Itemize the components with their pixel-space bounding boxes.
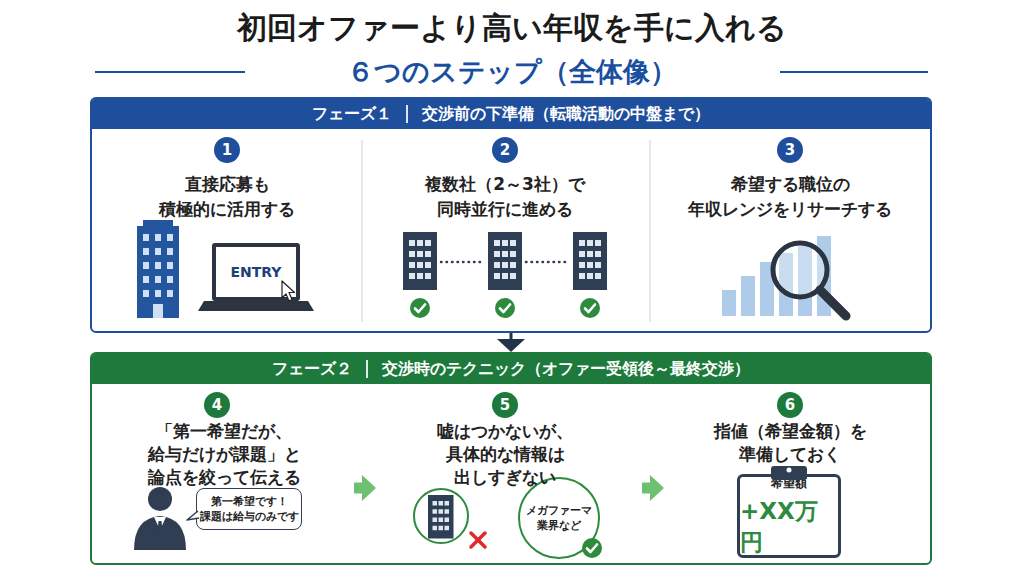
- title-rule: [780, 71, 928, 73]
- chart-bar: [722, 290, 736, 316]
- step-number: 2: [500, 141, 510, 159]
- clipboard: 希望額 +XX万円: [737, 474, 841, 558]
- step-column: 5 メガファーマ 業界など 嘘はつかないが、 具体的な情報は 出しすぎない: [378, 384, 640, 563]
- step-column: 6 希望額 +XX万円 指値（希望金額）を 準備しておく: [666, 384, 930, 563]
- building-windows: [143, 234, 173, 297]
- dotted-link: [526, 261, 569, 264]
- step-text-block: 「第一希望だが、 給与だけが課題」と 論点を絞って伝える: [119, 420, 329, 489]
- step-number: 4: [212, 396, 222, 414]
- company-building: [428, 495, 454, 539]
- phase-number: フェーズ１: [312, 104, 392, 125]
- step-number: 3: [785, 141, 795, 159]
- step-column: 3 希望する職位の 年収レンジをリサーチする: [650, 129, 930, 331]
- check-icon: [410, 298, 430, 318]
- laptop-base: [198, 301, 314, 311]
- step-number-circle: 6: [777, 392, 803, 418]
- cross-mark: [471, 533, 485, 547]
- phase-panel: 4 第一希望です！ 課題は給与のみです 「第一希望だが、 給与だけが課題」と 論点を…: [90, 352, 932, 565]
- magnifier-lens: [773, 243, 827, 297]
- step-text: 指値（希望金額）を 準備しておく: [685, 420, 895, 466]
- example-text: メガファーマ 業界など: [523, 503, 595, 533]
- company-building: [488, 232, 522, 290]
- step-column: 4 第一希望です！ 課題は給与のみです 「第一希望だが、 給与だけが課題」と 論点を…: [92, 384, 352, 563]
- step-number-circle: 4: [204, 392, 230, 418]
- step-number: 5: [500, 396, 510, 414]
- chart-bar: [741, 276, 755, 316]
- step-number-circle: 1: [214, 137, 240, 163]
- clipboard-clip: [771, 466, 807, 480]
- phase-title: 交渉時のテクニック（オファー受領後～最終交渉）: [366, 360, 750, 378]
- step-text-block: 嘘はつかないが、 具体的な情報は 出しすぎない: [400, 420, 610, 489]
- step-number: 6: [785, 396, 795, 414]
- dotted-link: [441, 261, 484, 264]
- building-body: [137, 226, 179, 318]
- chart-bar: [817, 236, 831, 316]
- step-column: 1ENTRY 直接応募も 積極的に活用する: [92, 129, 362, 331]
- connector-group: [354, 333, 650, 488]
- step-text-block: 複数社（2～3社）で 同時並行に進める: [400, 172, 610, 222]
- chart-bar: [798, 246, 812, 316]
- building-roof: [143, 220, 173, 228]
- person-tie: [157, 521, 163, 541]
- check-icon: [495, 298, 515, 318]
- chart-bar: [779, 253, 793, 316]
- step-text-block: 指値（希望金額）を 準備しておく: [685, 420, 895, 466]
- check-icon: [582, 538, 602, 558]
- phase-panel: 1ENTRY 直接応募も 積極的に活用する 2 複数社（2～3社）で 同時並行に進める…: [90, 97, 932, 333]
- magnifier-handle: [820, 290, 846, 316]
- step-text: 直接応募も 積極的に活用する: [122, 172, 332, 222]
- speech-bubble: 第一希望です！ 課題は給与のみです: [196, 488, 302, 530]
- flow-arrow: [642, 483, 650, 494]
- step-column: 2 複数社（2～3社）で 同時並行に進める: [362, 129, 650, 331]
- step-number-circle: 5: [492, 392, 518, 418]
- clip-hole: [787, 468, 792, 473]
- column-divider: [650, 140, 651, 322]
- step-number-circle: 2: [492, 137, 518, 163]
- flow-arrow: [510, 333, 513, 339]
- amount-value: +XX万円: [740, 496, 838, 558]
- column-divider: [362, 140, 363, 322]
- bubble-tail: [187, 511, 199, 520]
- step-number: 1: [222, 141, 232, 159]
- mouse-cursor: [282, 281, 295, 301]
- title-rule: [95, 71, 245, 73]
- company-building: [573, 232, 607, 290]
- subtitle: ６つのステップ（全体像）: [0, 55, 1024, 89]
- step-text: 嘘はつかないが、 具体的な情報は 出しすぎない: [400, 420, 610, 489]
- phase-header: フェーズ２ 交渉時のテクニック（オファー受領後～最終交渉）: [92, 354, 930, 384]
- person-collar: [154, 517, 166, 530]
- check-icon: [580, 298, 600, 318]
- amount-label: 希望額: [771, 475, 807, 492]
- main-title: 初回オファーより高い年収を手に入れる: [0, 10, 1024, 46]
- building-door: [153, 304, 163, 318]
- step-text: 希望する職位の 年収レンジをリサーチする: [685, 172, 895, 222]
- cross-mark: [471, 533, 485, 547]
- screen-text: ENTRY: [231, 264, 282, 280]
- phase-number: フェーズ２: [272, 359, 352, 380]
- step-text: 複数社（2～3社）で 同時並行に進める: [400, 172, 610, 222]
- company-building: [403, 232, 437, 290]
- flow-arrow: [354, 483, 362, 494]
- laptop-screen: ENTRY: [212, 243, 300, 301]
- phase-header: フェーズ１ 交渉前の下準備（転職活動の中盤まで）: [92, 99, 930, 129]
- person-head: [148, 487, 172, 511]
- step-text-block: 直接応募も 積極的に活用する: [122, 172, 332, 222]
- step-number-circle: 3: [777, 137, 803, 163]
- person-body: [134, 516, 186, 550]
- step-text-block: 希望する職位の 年収レンジをリサーチする: [685, 172, 895, 222]
- example-circle: メガファーマ 業界など: [518, 477, 600, 559]
- step-text: 「第一希望だが、 給与だけが課題」と 論点を絞って伝える: [119, 420, 329, 489]
- speech-text: 第一希望です！ 課題は給与のみです: [198, 494, 300, 524]
- phase-title: 交渉前の下準備（転職活動の中盤まで）: [406, 105, 710, 123]
- company-circle: [414, 489, 468, 543]
- chart-bar: [760, 262, 774, 316]
